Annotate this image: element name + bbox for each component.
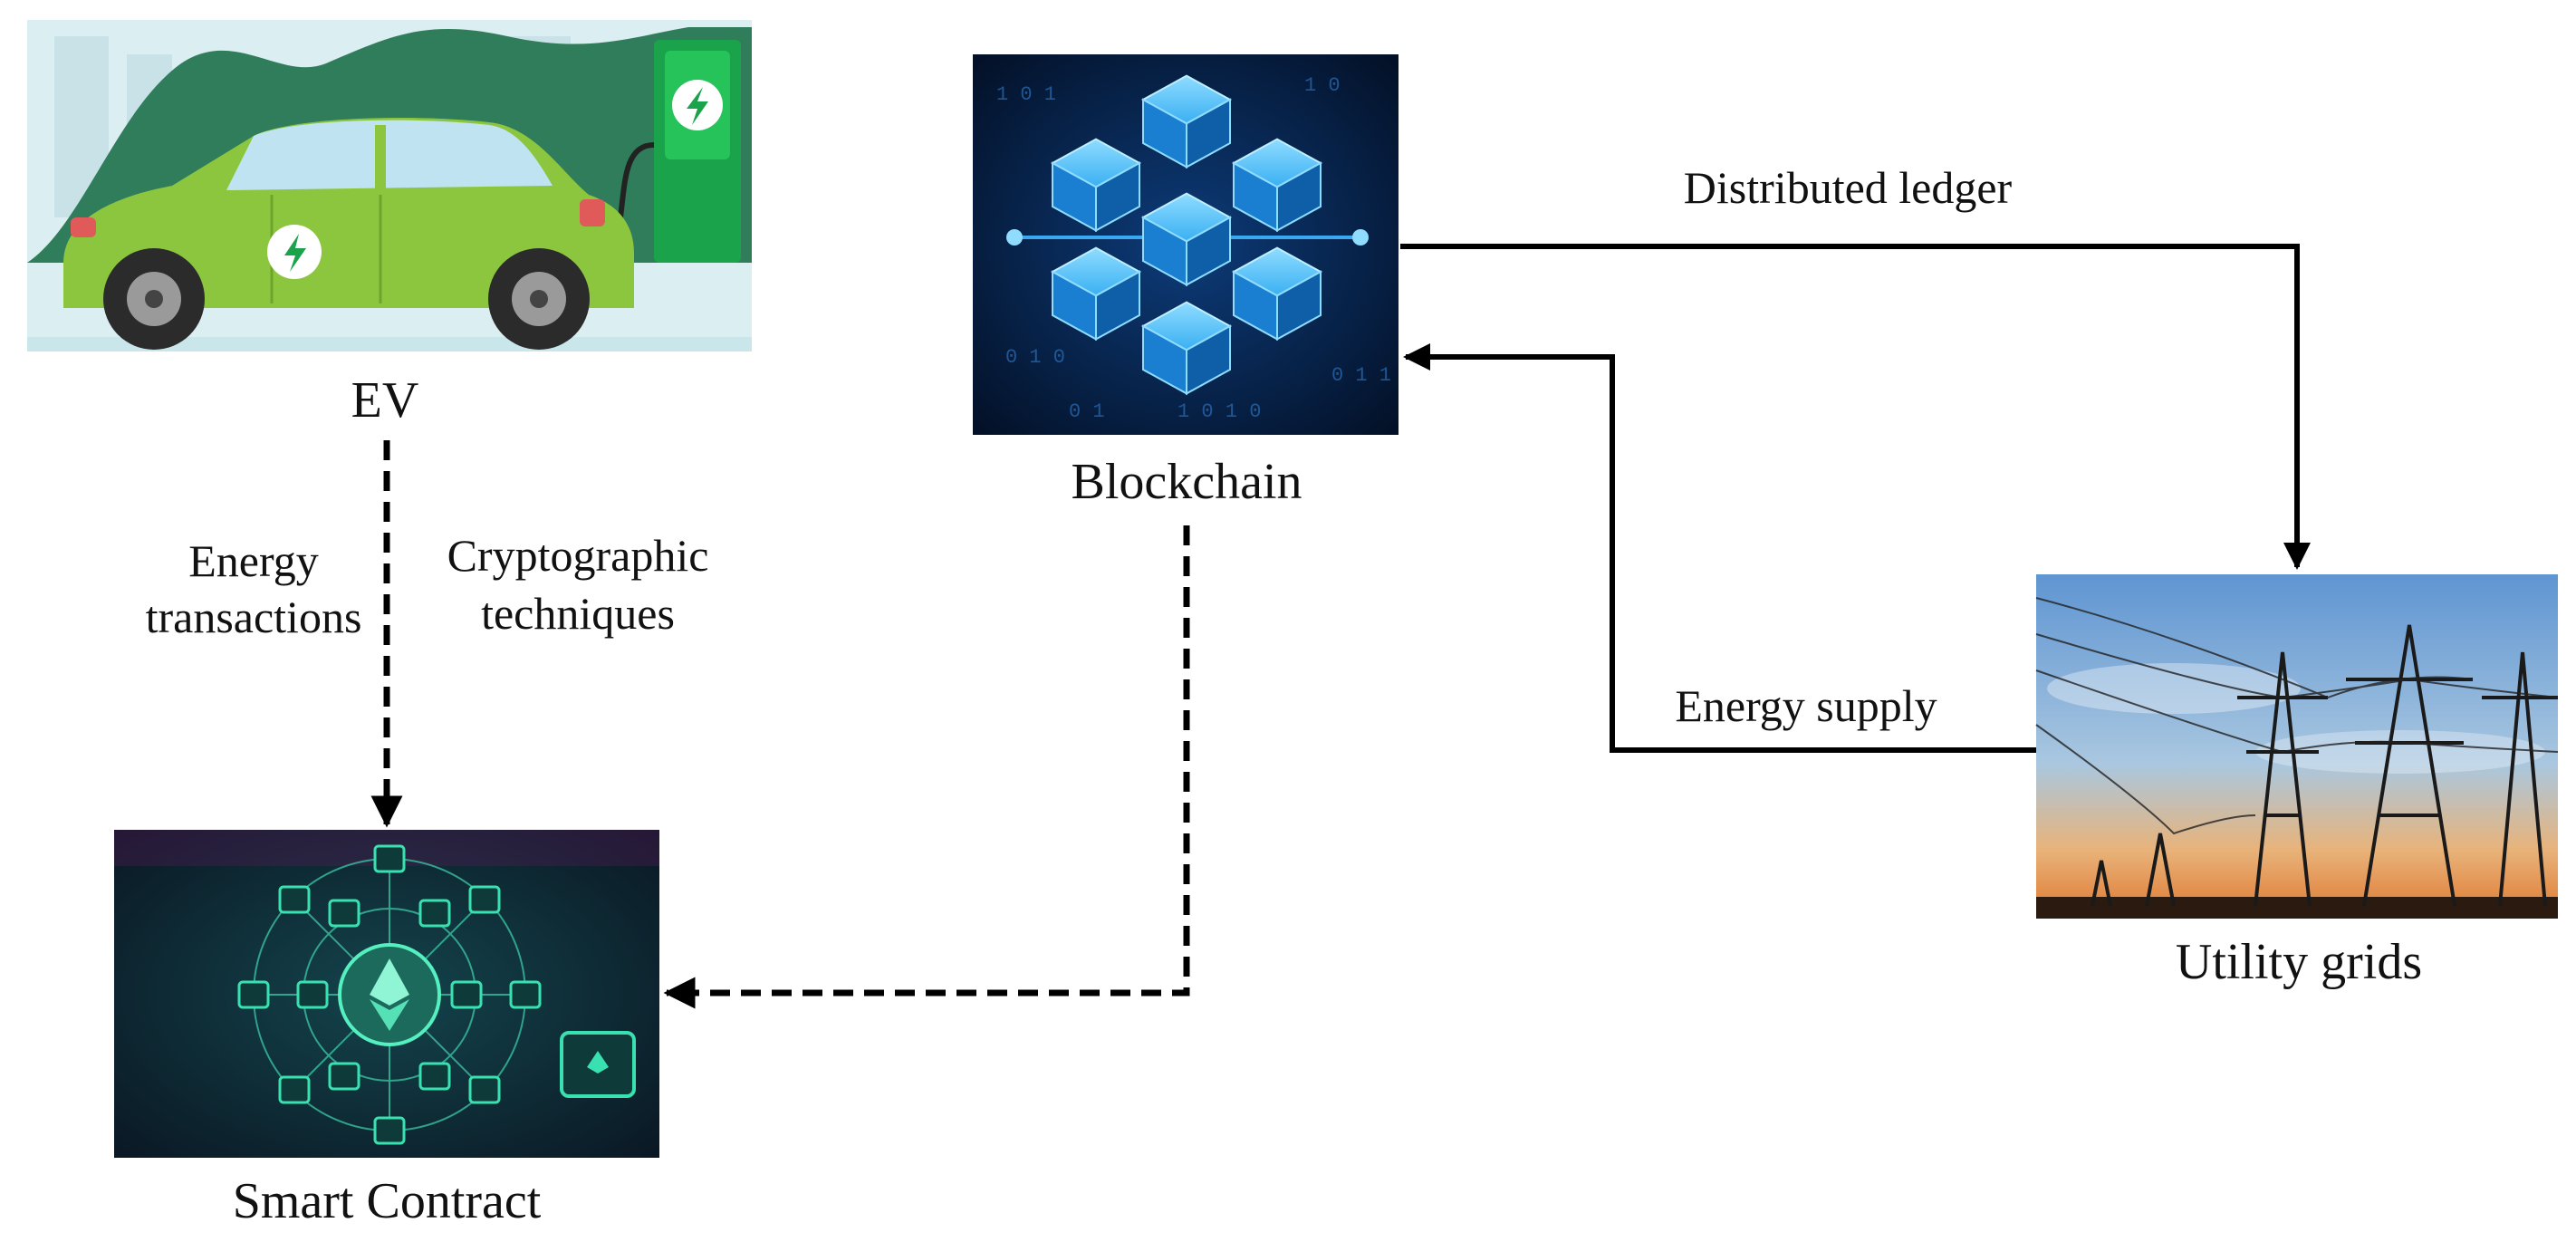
distributed-ledger-label: Distributed ledger [1684, 162, 2013, 213]
smart-contract-image [114, 830, 659, 1158]
svg-text:0 1: 0 1 [1069, 400, 1105, 423]
utility-grids-label: Utility grids [2176, 934, 2422, 990]
smart-contract-label: Smart Contract [233, 1173, 542, 1229]
energy-supply-label: Energy supply [1675, 680, 1937, 731]
energy-transactions-label-line1: Energy [188, 535, 318, 586]
distributed-ledger-arrow [1400, 244, 2311, 570]
utility-grids-image [2035, 574, 2559, 919]
energy-transactions-label-line2: transactions [146, 592, 362, 642]
energy-supply-arrow [1403, 343, 2036, 753]
cryptographic-techniques-label-line1: Cryptographic [447, 530, 709, 581]
svg-text:0 1 1: 0 1 1 [1331, 364, 1391, 387]
svg-text:0 1 0: 0 1 0 [1005, 346, 1065, 369]
svg-text:1 0 1 0: 1 0 1 0 [1177, 400, 1261, 423]
svg-text:1 0 1: 1 0 1 [996, 83, 1056, 106]
blockchain-label: Blockchain [1071, 454, 1302, 510]
cryptographic-techniques-label-line2: techniques [481, 588, 675, 639]
blockchain-image: 1 0 1 0 1 0 1 0 0 1 1 1 0 1 0 0 1 [973, 54, 1399, 435]
blockchain-to-smart-contract-arrow [663, 525, 1190, 1009]
ev-image [27, 20, 752, 351]
svg-text:1 0: 1 0 [1304, 74, 1341, 97]
ev-label: EV [351, 372, 419, 428]
